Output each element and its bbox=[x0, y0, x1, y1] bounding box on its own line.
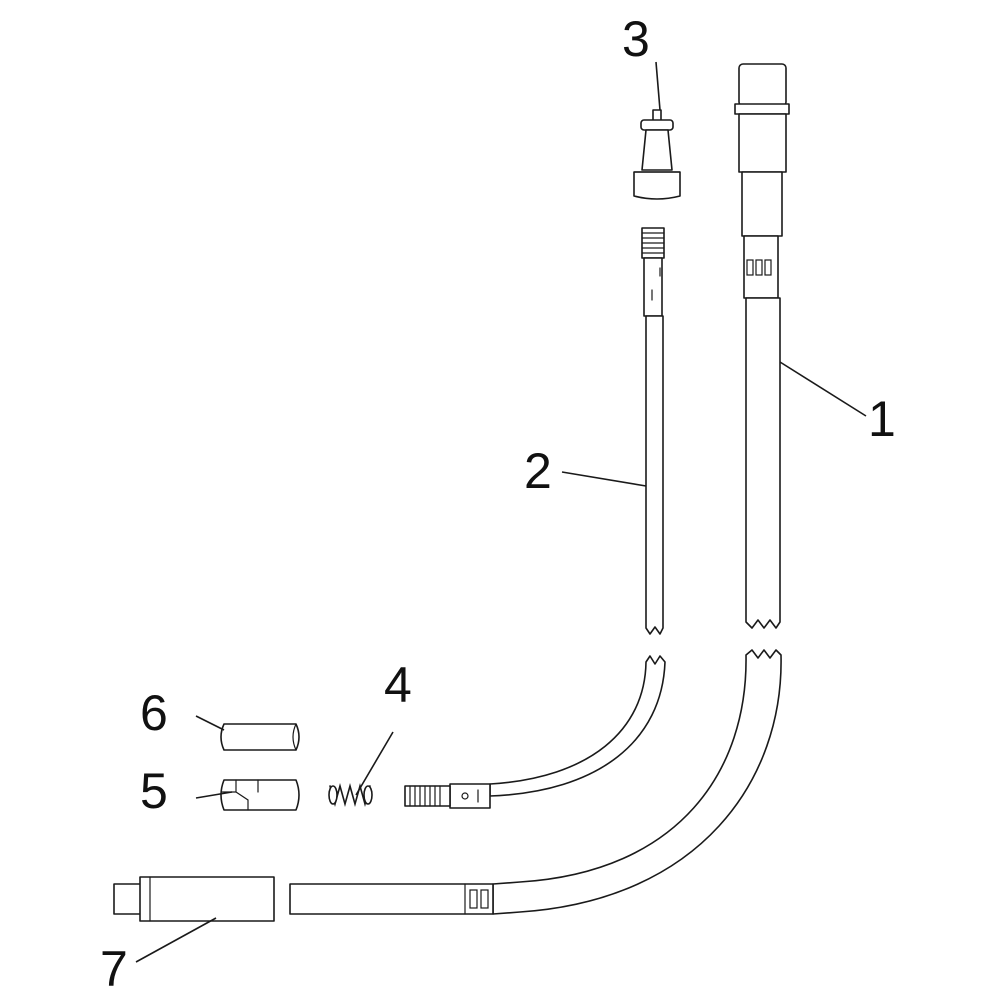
part-1-hose-end bbox=[289, 883, 494, 915]
part-3-nut bbox=[633, 171, 681, 200]
callout-1: 1 bbox=[868, 391, 896, 447]
callout-6: 6 bbox=[140, 685, 168, 741]
part-2-thread-lines bbox=[641, 232, 665, 254]
part-7-nose bbox=[113, 883, 143, 915]
callout-2: 2 bbox=[524, 443, 552, 499]
part-3-collar bbox=[640, 119, 674, 131]
part-2-ferrule-marks bbox=[651, 267, 661, 301]
part-2-lower-ferrule bbox=[449, 783, 491, 809]
leader-3 bbox=[655, 61, 661, 111]
part-5-slotted-collet bbox=[220, 779, 300, 811]
part-2-lower-thread bbox=[404, 785, 451, 807]
part-3-body bbox=[641, 129, 673, 171]
part-4-spring-end-right bbox=[363, 785, 373, 805]
part-1-crimp-marks bbox=[746, 259, 772, 276]
part-1-outer-hose bbox=[289, 63, 790, 915]
leader-2 bbox=[561, 471, 647, 487]
part-1-crimp-sleeve bbox=[743, 235, 779, 299]
part-5-body bbox=[220, 779, 300, 811]
leader-7 bbox=[135, 917, 217, 963]
leader-lines bbox=[135, 61, 867, 963]
part-1-top-fitting bbox=[738, 63, 787, 107]
part-3-tip-nozzle bbox=[633, 109, 681, 200]
part-4-spring-end-left bbox=[328, 785, 338, 805]
leader-5 bbox=[195, 791, 233, 799]
part-6-sleeve bbox=[220, 723, 300, 751]
part-7-coupler bbox=[113, 876, 275, 922]
part-2-lower-thread-lines bbox=[409, 785, 479, 807]
leader-6 bbox=[195, 715, 225, 731]
callout-5: 5 bbox=[140, 763, 168, 819]
part-7-body bbox=[139, 876, 275, 922]
part-2-cable-upper bbox=[645, 315, 664, 635]
part-1-fitting-body bbox=[738, 113, 787, 173]
part-1-end-crimp-marks bbox=[464, 883, 489, 915]
part-1-hose-upper bbox=[745, 297, 781, 629]
part-1-hose-curve bbox=[492, 649, 782, 915]
callout-3: 3 bbox=[622, 11, 650, 67]
part-5-slot bbox=[221, 779, 249, 811]
part-1-fitting-neck bbox=[741, 171, 783, 237]
leader-4 bbox=[355, 731, 394, 796]
part-1-fitting-ring bbox=[734, 103, 790, 115]
part-2-cable-curve bbox=[489, 655, 666, 797]
part-6-body bbox=[220, 723, 300, 751]
part-2-ferrule bbox=[643, 257, 663, 317]
callout-labels: 1 2 3 4 5 6 7 bbox=[100, 11, 896, 997]
part-2-inner-cable bbox=[404, 227, 666, 809]
callout-7: 7 bbox=[100, 941, 128, 997]
leader-1 bbox=[779, 361, 867, 417]
callout-4: 4 bbox=[384, 657, 412, 713]
part-4-spring bbox=[328, 783, 373, 807]
part-6-end-edge bbox=[292, 723, 297, 751]
